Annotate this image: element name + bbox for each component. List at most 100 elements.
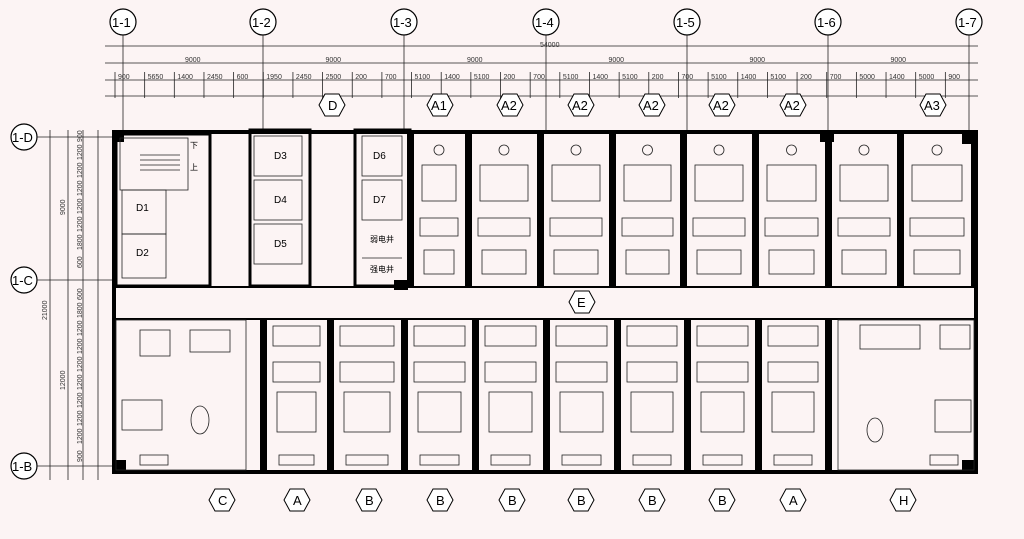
room-d6: D6	[373, 151, 386, 162]
bay-dimension: 9000	[326, 57, 342, 64]
bay-dimension: 9000	[467, 57, 483, 64]
bottom-row-rooms	[260, 318, 832, 474]
grid-bubble-1-2: 1-2	[249, 8, 277, 36]
unit-label: C	[218, 493, 227, 508]
unit-tag-top-a3: A3	[919, 93, 947, 117]
unit-tag-top-a2: A2	[496, 93, 524, 117]
sub-dimension: 1400	[592, 74, 608, 81]
left-lower-dim: 12000	[60, 370, 67, 390]
unit-label: A2	[643, 98, 659, 113]
unit-tag-top-a2: A2	[708, 93, 736, 117]
left-upper-dim: 9000	[60, 199, 67, 215]
unit-tag-bottom-b: B	[426, 488, 454, 512]
unit-tag-bottom-b: B	[708, 488, 736, 512]
bay-dimension: 9000	[609, 57, 625, 64]
grid-bubble-1-5: 1-5	[673, 8, 701, 36]
unit-label: B	[436, 493, 445, 508]
corridor-tag: E	[568, 290, 596, 314]
sub-dimension: 5100	[622, 74, 638, 81]
unit-label: B	[508, 493, 517, 508]
sub-dimension: 700	[830, 74, 842, 81]
top-dimensions: 54000	[105, 42, 978, 97]
unit-label: A2	[713, 98, 729, 113]
room-d3: D3	[274, 151, 287, 162]
stair-down-label: 下	[190, 141, 198, 150]
sub-dimension: 5650	[148, 74, 164, 81]
corridor-label: E	[577, 295, 586, 310]
sub-dimension: 1400	[444, 74, 460, 81]
grid-label: 1-6	[817, 15, 836, 30]
suite-h	[837, 319, 975, 471]
grid-bubble-1-6: 1-6	[814, 8, 842, 36]
left-small-dim: 1200	[77, 162, 84, 178]
grid-bubble-1-B: 1-B	[10, 452, 38, 480]
left-small-dim: 600	[77, 288, 84, 300]
sub-dimension: 200	[800, 74, 812, 81]
grid-bubble-1-C: 1-C	[10, 266, 38, 294]
unit-label: A	[789, 493, 798, 508]
sub-dimension: 700	[681, 74, 693, 81]
left-overall-dim: 21000	[42, 300, 49, 320]
unit-label: A2	[572, 98, 588, 113]
unit-label: B	[365, 493, 374, 508]
room-d5: D5	[274, 239, 287, 250]
grid-bubble-1-4: 1-4	[532, 8, 560, 36]
unit-label: A2	[784, 98, 800, 113]
left-small-dim: 1800	[77, 234, 84, 250]
room-d7: D7	[373, 195, 386, 206]
unit-tag-bottom-a: A	[283, 488, 311, 512]
sub-dimension: 5100	[415, 74, 431, 81]
sub-dimension: 1400	[889, 74, 905, 81]
left-small-dim: 1200	[77, 144, 84, 160]
sub-dimension: 900	[118, 74, 130, 81]
sub-dimension: 200	[504, 74, 516, 81]
strong-shaft-label: 强电井	[370, 264, 394, 274]
overall-dimension: 54000	[540, 42, 560, 49]
left-small-dim: 1200	[77, 320, 84, 336]
grid-bubble-1-3: 1-3	[390, 8, 418, 36]
grid-label: 1-B	[12, 459, 32, 474]
stair-up-label: 上	[190, 163, 198, 172]
unit-label: B	[718, 493, 727, 508]
sub-dimension: 1950	[266, 74, 282, 81]
bay-dimension: 9000	[185, 57, 201, 64]
suite-c	[115, 319, 247, 471]
stair-core: 下 上 D1 D2 D3 D4 D5 D6 D7 弱电井 强电井	[114, 128, 412, 288]
left-small-dim: 1200	[77, 180, 84, 196]
sub-dimension: 700	[533, 74, 545, 81]
sub-dimension: 1400	[177, 74, 193, 81]
left-small-dim: 1200	[77, 216, 84, 232]
grid-label: 1-3	[393, 15, 412, 30]
grid-bubble-1-D: 1-D	[10, 123, 38, 151]
grid-label: 1-C	[12, 273, 33, 288]
unit-label: D	[328, 98, 337, 113]
grid-label: 1-2	[252, 15, 271, 30]
grid-label: 1-1	[112, 15, 131, 30]
unit-tag-bottom-b: B	[638, 488, 666, 512]
left-small-dim: 1200	[77, 428, 84, 444]
unit-label: A2	[501, 98, 517, 113]
sub-dimension: 1400	[741, 74, 757, 81]
left-small-dim: 1200	[77, 338, 84, 354]
unit-tag-bottom-b: B	[498, 488, 526, 512]
left-small-dim: 600	[77, 256, 84, 268]
unit-tag-bottom-h: H	[889, 488, 917, 512]
grid-label: 1-D	[12, 130, 33, 145]
left-small-dim: 1200	[77, 410, 84, 426]
unit-tag-bottom-b: B	[567, 488, 595, 512]
unit-tag-top-a2: A2	[638, 93, 666, 117]
bay-dimension: 9000	[891, 57, 907, 64]
left-small-dim: 1200	[77, 392, 84, 408]
unit-tag-top-d: D	[318, 93, 346, 117]
sub-dimension: 900	[948, 74, 960, 81]
unit-label: A	[293, 493, 302, 508]
bay-dimension: 9000	[750, 57, 766, 64]
room-d2: D2	[136, 248, 149, 259]
left-small-dim: 1200	[77, 374, 84, 390]
unit-label: B	[577, 493, 586, 508]
weak-shaft-label: 弱电井	[370, 234, 394, 244]
left-small-dim: 900	[77, 450, 84, 462]
sub-dimension: 5100	[711, 74, 727, 81]
sub-dimension: 2450	[207, 74, 223, 81]
